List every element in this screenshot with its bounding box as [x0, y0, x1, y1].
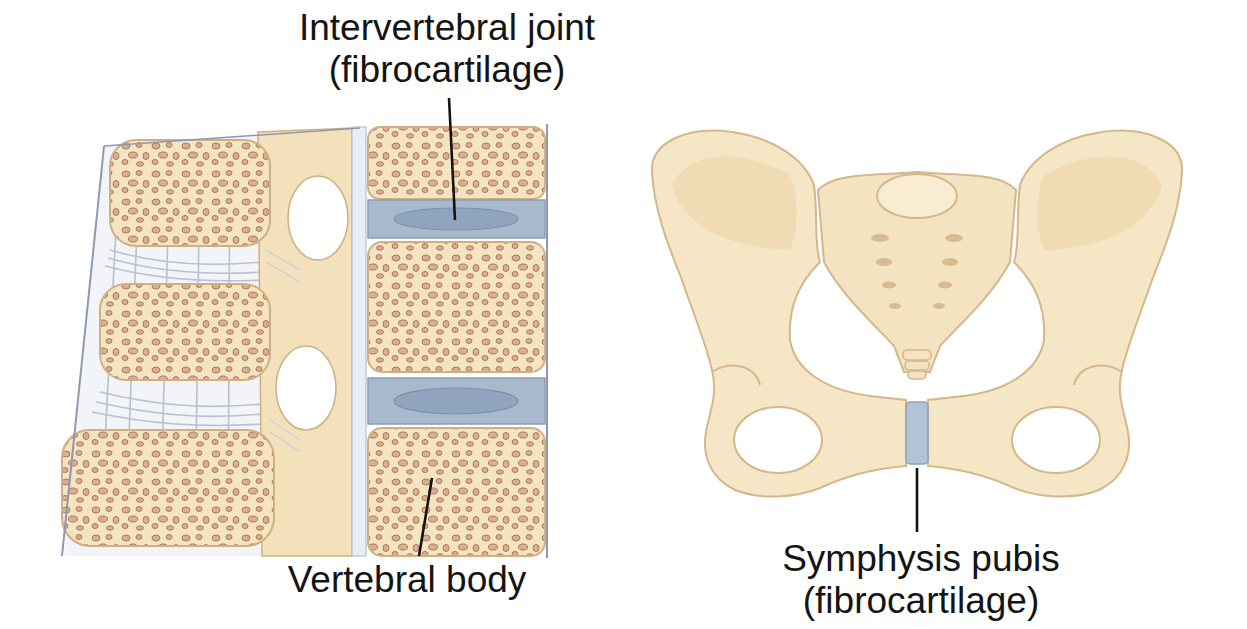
leader-lines — [419, 98, 917, 556]
supraspinous-ligament — [62, 146, 104, 556]
leader-line — [419, 478, 432, 556]
part-label: Intervertebral joint (fibrocartilage) — [277, 7, 617, 91]
nucleus-pulposus — [394, 388, 518, 414]
intervertebral-disc — [368, 378, 545, 424]
pelvis — [652, 131, 1182, 497]
intervertebral-foramen — [288, 176, 348, 260]
part-label: Vertebral body — [257, 559, 557, 601]
leader-line — [916, 468, 919, 532]
pubic-symphysis — [906, 402, 928, 464]
sacrum — [818, 172, 1016, 372]
coccyx — [903, 350, 931, 379]
anterior-ligament — [546, 124, 548, 558]
part-label: Symphysis pubis (fibrocartilage) — [751, 538, 1091, 622]
vertebral-body — [368, 428, 545, 556]
spinous-process — [100, 284, 270, 380]
intervertebral-disc — [368, 200, 545, 238]
section-edge — [104, 128, 360, 146]
intervertebral-foramen — [276, 346, 336, 430]
vertebral-body — [368, 242, 545, 372]
vertebral-body — [368, 127, 545, 199]
ligament-flavum — [266, 250, 300, 452]
leader-line — [449, 98, 455, 220]
posterior-ligament — [352, 127, 366, 556]
spinous-process — [62, 430, 274, 546]
spinous-process — [110, 140, 270, 246]
spine-section — [62, 124, 547, 558]
sacral-foramina — [871, 234, 963, 309]
sacral-promontory — [877, 174, 957, 218]
